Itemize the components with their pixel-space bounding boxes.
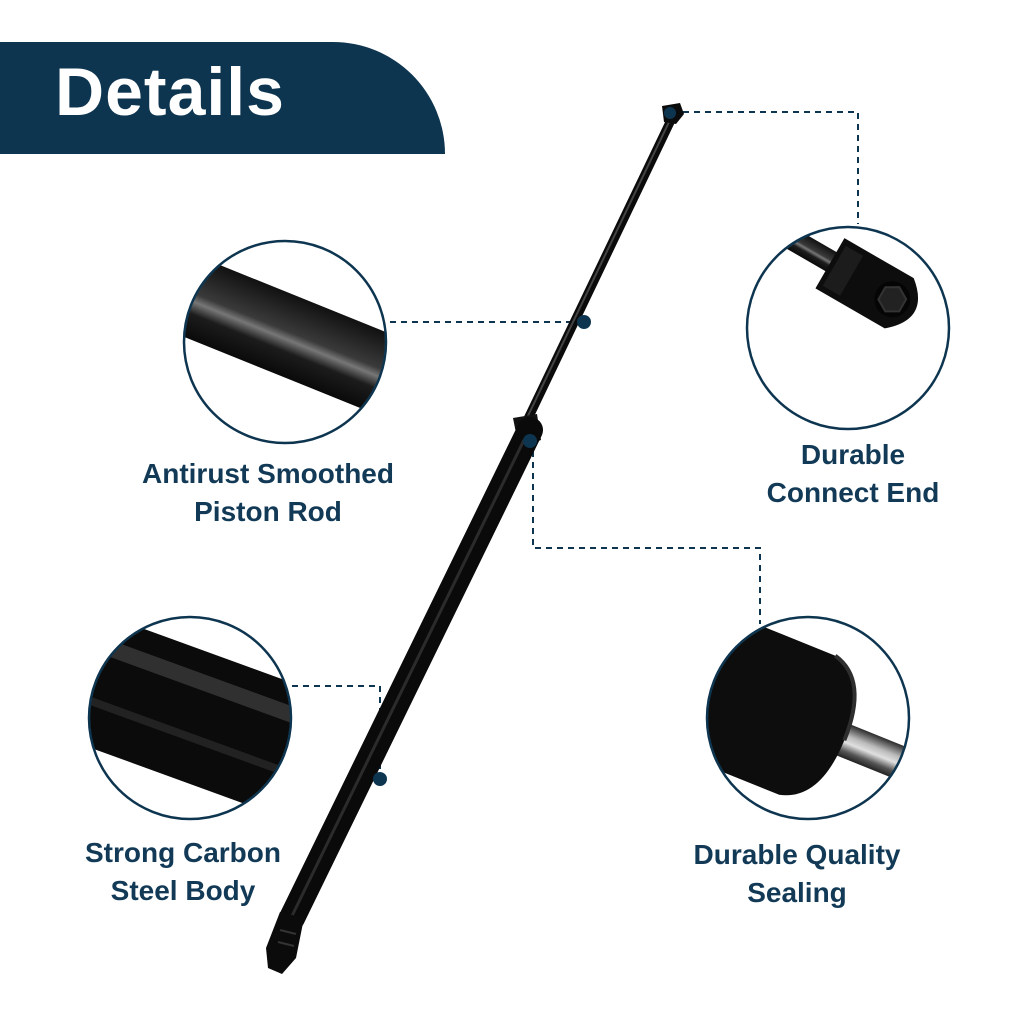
callout-body: Strong Carbon Steel Body [23, 834, 343, 910]
zoom-circle-piston-rod [182, 239, 388, 445]
zoom-circle-connect-end [745, 225, 951, 431]
leader-lines [292, 111, 859, 778]
dot-connect-end [664, 107, 676, 119]
dot-body [373, 772, 387, 786]
leader-sealing [532, 440, 761, 624]
callout-connect-end-line1: Durable [800, 439, 906, 470]
dot-piston-rod [577, 315, 591, 329]
callout-connect-end: Durable Connect End [693, 436, 1013, 512]
title-banner [0, 42, 445, 154]
leader-dots [373, 107, 676, 786]
gas-strut [266, 103, 684, 974]
callout-piston-rod-line1: Antirust Smoothed [142, 458, 394, 489]
callout-body-line1: Strong Carbon [85, 837, 281, 868]
leader-body [292, 685, 381, 778]
zoom-circle-sealing [705, 615, 911, 821]
dot-sealing [523, 434, 537, 448]
callout-piston-rod-line2: Piston Rod [194, 496, 342, 527]
callout-sealing: Durable Quality Sealing [637, 836, 957, 912]
callout-piston-rod: Antirust Smoothed Piston Rod [108, 455, 428, 531]
zoom-circle-body [87, 615, 293, 821]
page-title: Details [55, 54, 285, 130]
callout-connect-end-line2: Connect End [766, 477, 940, 508]
callout-sealing-line2: Sealing [747, 877, 847, 908]
callout-sealing-line1: Durable Quality [693, 839, 901, 870]
callout-body-line2: Steel Body [110, 875, 256, 906]
leader-connect-end [672, 111, 859, 224]
